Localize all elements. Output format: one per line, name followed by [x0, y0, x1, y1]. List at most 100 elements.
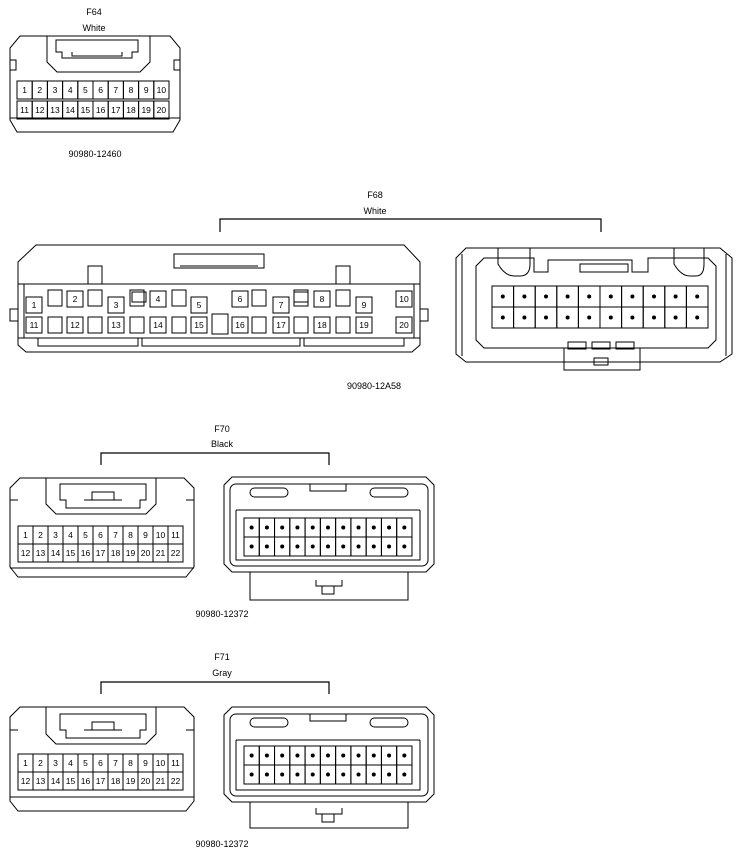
cavity-blank [87, 289, 103, 307]
pin-cavity-22-box [167, 771, 184, 791]
pin-cavity-9-box [355, 296, 373, 314]
pin-cavity-7-label: 7 [113, 85, 118, 95]
terminal-dot [630, 294, 635, 299]
cavity-blank [171, 316, 187, 334]
pin-cavity-7-box [272, 296, 290, 314]
pin-cavity-14-label: 14 [153, 320, 163, 330]
terminal-dot [402, 753, 407, 758]
pin-cavity-10-box [153, 80, 170, 100]
f68-terminal-grid [491, 285, 709, 329]
pin-cavity-6: 6 [231, 290, 249, 308]
pin-cavity-7: 7 [107, 80, 124, 100]
f70-code: F70 [214, 424, 230, 434]
f68-left-housing [9, 244, 429, 353]
pin-cavity-10-label: 10 [157, 85, 167, 95]
pin-cavity-13-box [107, 316, 125, 334]
pin-cavity-1-label: 1 [23, 530, 28, 540]
terminal-dot [695, 315, 700, 320]
terminal-dot [264, 772, 269, 777]
terminal-dot [565, 315, 570, 320]
terminal-dot [608, 315, 613, 320]
pin-cavity-6: 6 [92, 525, 109, 545]
pin-cavity-8-label: 8 [320, 294, 325, 304]
pin-cavity-8: 8 [122, 80, 140, 100]
pin-cavity-4: 4 [62, 753, 79, 773]
pin-cavity-17: 17 [272, 316, 290, 334]
terminal-dot [522, 315, 527, 320]
pin-cavity-8: 8 [313, 290, 331, 308]
pin-cavity-12-label: 12 [70, 320, 80, 330]
terminal-dot [280, 525, 285, 530]
terminal-dot [500, 315, 505, 320]
pin-cavity-5-label: 5 [83, 758, 88, 768]
pin-cavity-12-label: 12 [35, 105, 45, 115]
pin-cavity-21: 21 [152, 543, 169, 563]
pin-cavity-10: 10 [395, 290, 413, 308]
cavity-blank [129, 316, 145, 334]
pin-cavity-21: 21 [152, 771, 169, 791]
pin-cavity-4: 4 [62, 80, 79, 100]
pin-cavity-20: 20 [153, 100, 170, 120]
pin-cavity-4-label: 4 [156, 294, 161, 304]
terminal-dot [587, 294, 592, 299]
pin-cavity-1-label: 1 [22, 85, 27, 95]
pin-cavity-8: 8 [122, 525, 139, 545]
terminal-dot [264, 544, 269, 549]
pin-cavity-5: 5 [190, 296, 208, 314]
pin-cavity-2-label: 2 [37, 85, 42, 95]
pin-cavity-22: 22 [167, 771, 184, 791]
pin-cavity-5-label: 5 [83, 530, 88, 540]
pin-cavity-4-label: 4 [68, 85, 73, 95]
pin-cavity-14: 14 [47, 771, 64, 791]
pin-cavity-12: 12 [17, 771, 34, 791]
pin-cavity-10-label: 10 [156, 758, 166, 768]
pin-cavity-9: 9 [138, 80, 155, 100]
pin-cavity-6: 6 [92, 80, 109, 100]
f64-part-number: 90980-12460 [68, 149, 121, 159]
pin-cavity-19: 19 [355, 316, 373, 334]
pin-cavity-5-box [190, 296, 208, 314]
pin-cavity-8-label: 8 [128, 758, 133, 768]
pin-cavity-1: 1 [16, 80, 33, 100]
pin-cavity-3: 3 [47, 753, 64, 773]
f71-bracket [100, 681, 330, 694]
f68-bracket [219, 218, 602, 232]
cavity-blank [251, 316, 267, 334]
pin-cavity-11-label: 11 [171, 530, 180, 540]
pin-cavity-9: 9 [355, 296, 373, 314]
terminal-dot [310, 525, 315, 530]
pin-cavity-5-label: 5 [197, 300, 202, 310]
pin-cavity-17: 17 [107, 100, 124, 120]
pin-cavity-17: 17 [92, 543, 109, 563]
f64-color: White [82, 23, 105, 33]
terminal-dot [341, 544, 346, 549]
pin-cavity-3-box [107, 296, 125, 314]
f71-terminal-grid [243, 745, 413, 785]
pin-cavity-12-label: 12 [21, 548, 31, 558]
pin-cavity-11: 11 [167, 525, 184, 545]
pin-cavity-19: 19 [122, 771, 139, 791]
f70-part-number: 90980-12372 [195, 609, 248, 619]
pin-cavity-20-label: 20 [141, 776, 151, 786]
pin-cavity-12-label: 12 [21, 776, 31, 786]
pin-cavity-2: 2 [66, 290, 84, 308]
pin-cavity-17-box [272, 316, 290, 334]
pin-cavity-20-label: 20 [141, 548, 151, 558]
pin-cavity-17-label: 17 [96, 776, 106, 786]
pin-cavity-1-box [25, 296, 43, 314]
pin-cavity-18-label: 18 [317, 320, 327, 330]
pin-cavity-12-box [66, 316, 84, 334]
terminal-dot [325, 525, 330, 530]
pin-cavity-21-label: 21 [156, 776, 166, 786]
f71-right-housing [223, 706, 435, 829]
pin-cavity-22-label: 22 [171, 776, 181, 786]
pin-cavity-13-label: 13 [36, 548, 46, 558]
f71-color: Gray [212, 668, 232, 678]
terminal-slot [396, 536, 413, 557]
terminal-dot [402, 544, 407, 549]
pin-cavity-20: 20 [137, 543, 154, 563]
